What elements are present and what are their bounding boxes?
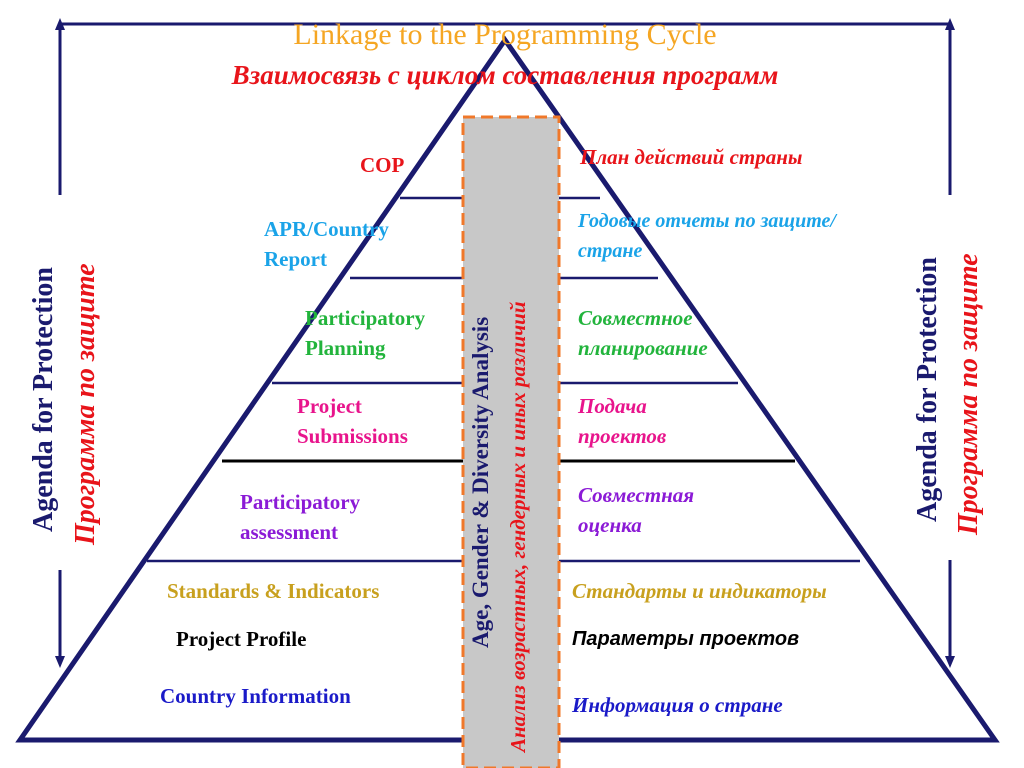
right-arrow-up-icon xyxy=(945,18,955,30)
right-side-label-en: Agenda for Protection xyxy=(912,257,943,522)
level-country-info-en: Country Information xyxy=(160,684,351,708)
left-side-label-ru: Программа по защите xyxy=(70,263,101,545)
title-russian: Взаимосвязь с циклом составления програм… xyxy=(231,60,779,90)
level-cop-en: COP xyxy=(360,153,405,177)
right-arrow-down-icon xyxy=(945,656,955,668)
center-bar-label-en: Age, Gender & Diversity Analysis xyxy=(468,316,493,648)
level-profile-ru: Параметры проектов xyxy=(572,628,800,650)
level-profile-en: Project Profile xyxy=(176,627,307,651)
level-standards-ru: Стандарты и индикаторы xyxy=(572,579,827,603)
level-cop-ru: План действий страны xyxy=(580,145,803,169)
left-arrow-down-icon xyxy=(55,656,65,668)
left-side-label-en: Agenda for Protection xyxy=(28,267,59,532)
center-analysis-bar xyxy=(461,115,561,768)
level-standards-en: Standards & Indicators xyxy=(167,579,380,603)
right-side-label-ru: Программа по защите xyxy=(953,253,984,535)
title-english: Linkage to the Programming Cycle xyxy=(293,18,717,51)
level-country-info-ru: Информация о стране xyxy=(572,693,783,717)
center-bar-label-ru: Анализ возрастных, гендерных и иных разл… xyxy=(506,301,530,752)
level-apr-ru: Годовые отчеты по защите/стране xyxy=(578,210,836,262)
